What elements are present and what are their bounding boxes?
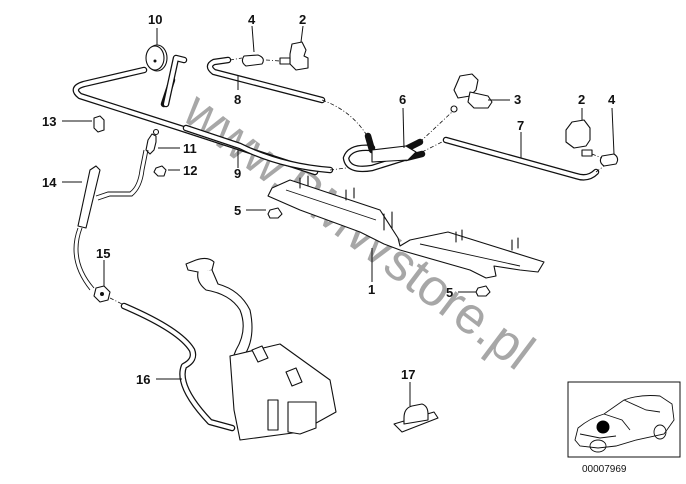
part-1-bracket[interactable]: [267, 175, 545, 279]
part-8-hose[interactable]: [206, 56, 326, 104]
callout-3[interactable]: 3: [514, 92, 521, 107]
callout-4-top[interactable]: 4: [248, 12, 256, 27]
callouts: 10 4 2 8 6 3 2 4 7 13 11 12 9 14 5 5 1 1…: [42, 12, 616, 387]
part-14-hose-line[interactable]: [73, 149, 149, 291]
part-4-elbow-top[interactable]: [241, 54, 264, 67]
callout-7[interactable]: 7: [517, 118, 524, 133]
callout-10[interactable]: 10: [148, 12, 162, 27]
part-2-nozzle-top[interactable]: [279, 41, 309, 71]
callout-11[interactable]: 11: [183, 141, 197, 156]
part-2-nozzle-right[interactable]: [565, 119, 593, 157]
callout-6[interactable]: 6: [399, 92, 406, 107]
callout-2-right[interactable]: 2: [578, 92, 585, 107]
part-6-distributor[interactable]: [342, 132, 426, 173]
part-3-nozzle[interactable]: [450, 73, 493, 113]
callout-9[interactable]: 9: [234, 166, 241, 181]
part-10-valve-assembly[interactable]: [72, 44, 319, 176]
part-11-connector[interactable]: [145, 128, 160, 155]
callout-15[interactable]: 15: [96, 246, 110, 261]
part-5-nut-right[interactable]: [475, 285, 491, 297]
vehicle-locator-inset: 00007969: [567, 381, 681, 475]
callout-17[interactable]: 17: [401, 367, 415, 382]
callout-4-right[interactable]: 4: [608, 92, 616, 107]
callout-2-top[interactable]: 2: [299, 12, 306, 27]
locator-marker-icon: [596, 420, 610, 434]
callout-12[interactable]: 12: [183, 163, 197, 178]
callout-13[interactable]: 13: [42, 114, 56, 129]
callout-5-right[interactable]: 5: [446, 285, 453, 300]
part-16-hose[interactable]: [120, 302, 236, 432]
washer-reservoir[interactable]: [185, 257, 337, 441]
part-15-check-valve[interactable]: [93, 285, 111, 303]
callout-8[interactable]: 8: [234, 92, 241, 107]
part-12-nut[interactable]: [153, 165, 167, 177]
callout-1[interactable]: 1: [368, 282, 375, 297]
part-9-hose[interactable]: [182, 124, 334, 174]
part-7-hose[interactable]: [442, 136, 600, 181]
callout-14[interactable]: 14: [42, 175, 57, 190]
part-17-hose-clip[interactable]: [393, 403, 439, 433]
part-5-nut-left[interactable]: [267, 207, 283, 219]
leader-lines: [62, 25, 615, 406]
callout-5-left[interactable]: 5: [234, 203, 241, 218]
reference-number: 00007969: [582, 464, 627, 475]
part-4-elbow-right[interactable]: [599, 153, 619, 167]
part-13-clip[interactable]: [93, 115, 105, 133]
callout-16[interactable]: 16: [136, 372, 150, 387]
